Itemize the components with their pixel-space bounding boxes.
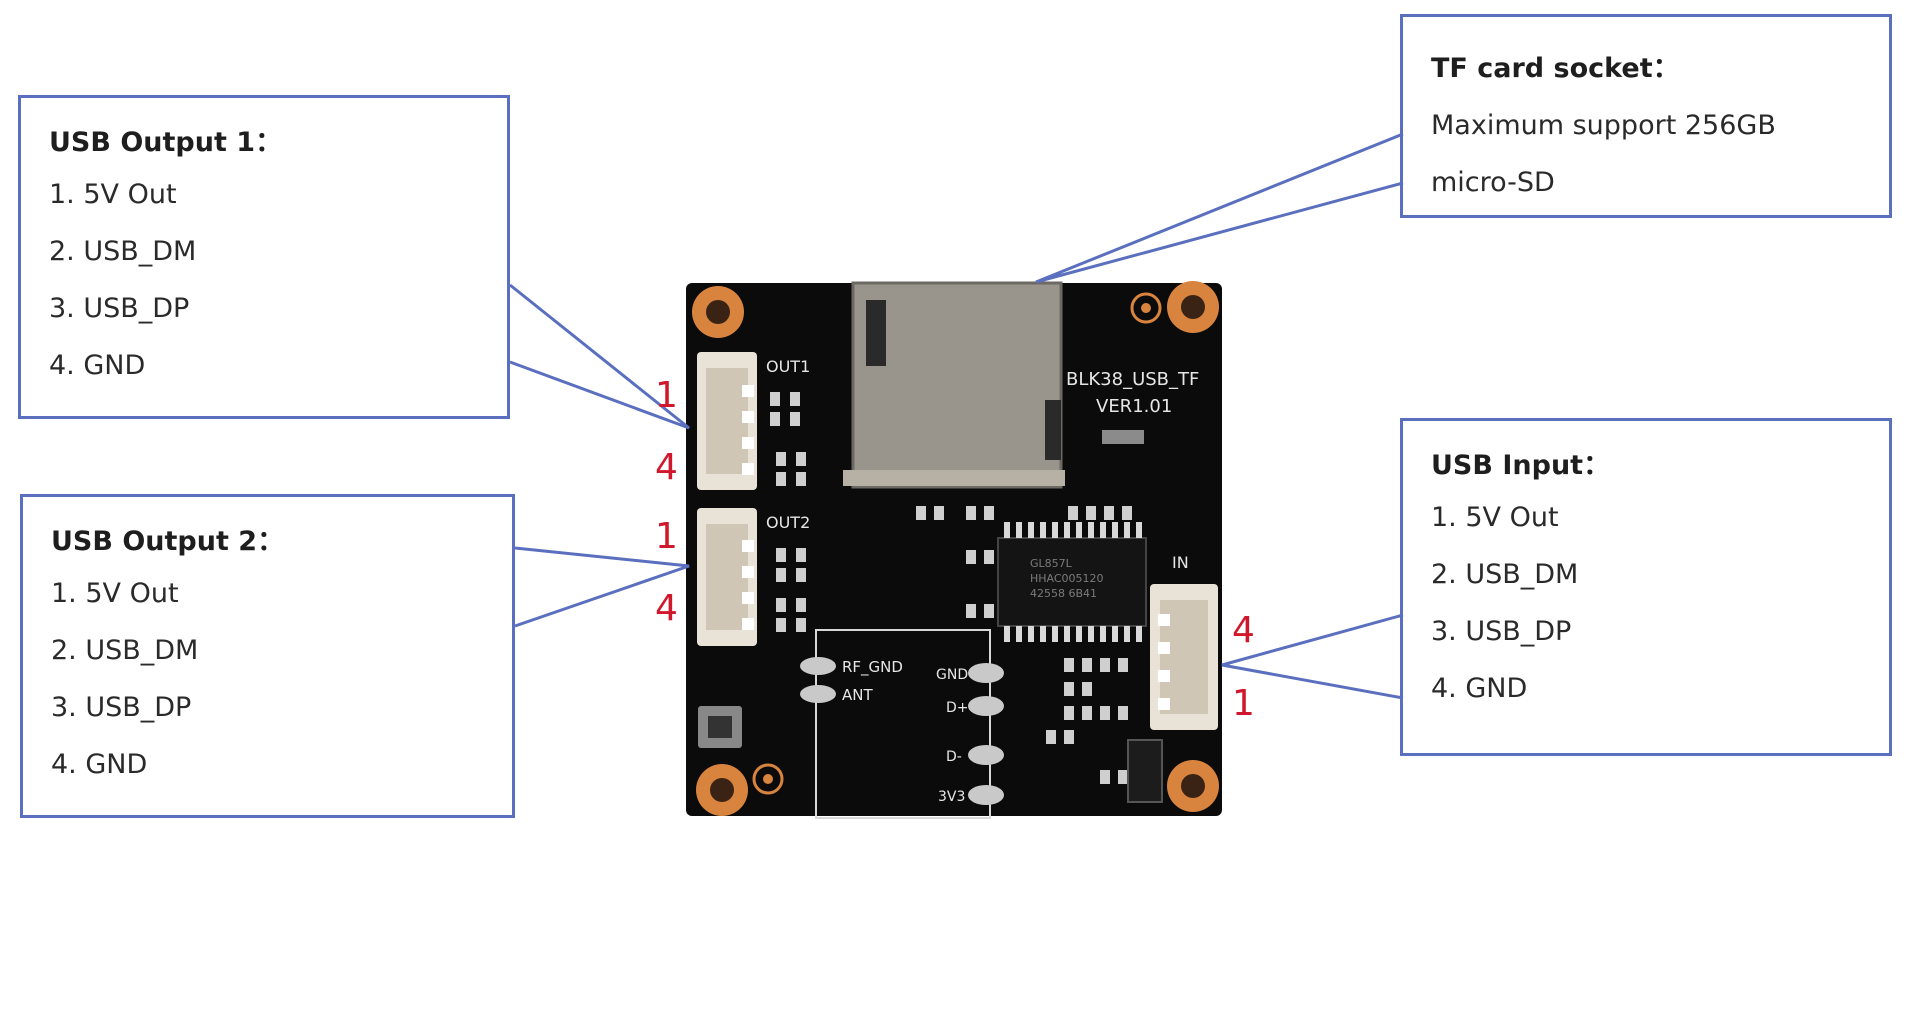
usb-output-1-title: USB Output 1： xyxy=(49,127,283,158)
gnd-pad-label: GND xyxy=(936,667,968,683)
out2-connector xyxy=(697,508,757,646)
usb-output-2-pin-2: 2. USB_DM xyxy=(51,635,199,666)
in-pin-1-marker: 1 xyxy=(1232,683,1255,724)
usb-output-1-pin-4: 4. GND xyxy=(49,350,146,381)
tf-card-line-1: Maximum support 256GB xyxy=(1431,110,1776,141)
usb-hub-chip: GL857L HHAC005120 42558 6B41 xyxy=(997,522,1147,642)
pcb-board: OUT1 OUT2 IN BLK38_USB_TF VER1.01 xyxy=(686,281,1222,819)
chip-label-2: HHAC005120 xyxy=(1030,572,1104,585)
chip-label-3: 42558 6B41 xyxy=(1030,587,1097,600)
rf-gnd-label: RF_GND xyxy=(842,658,903,677)
usb-output-2-pin-3: 3. USB_DP xyxy=(51,692,192,723)
board-name-silkscreen: BLK38_USB_TF xyxy=(1066,369,1199,390)
in-pin-4-marker: 4 xyxy=(1232,610,1255,651)
out1-pin-4-marker: 4 xyxy=(655,447,678,488)
out1-silkscreen: OUT1 xyxy=(766,357,810,376)
dplus-pad-label: D+ xyxy=(946,700,969,716)
usb-input-callout: USB Input： 1. 5V Out 2. USB_DM 3. USB_DP… xyxy=(1400,418,1892,756)
out1-connector xyxy=(697,352,757,490)
out2-silkscreen: OUT2 xyxy=(766,513,810,532)
version-silkscreen: VER1.01 xyxy=(1096,396,1172,417)
tf-card-title: TF card socket： xyxy=(1431,53,1680,84)
usb-input-connector xyxy=(1150,584,1218,730)
out2-pin-4-marker: 4 xyxy=(655,588,678,629)
tf-card-callout: TF card socket： Maximum support 256GB mi… xyxy=(1400,14,1892,218)
usb-input-pin-4: 4. GND xyxy=(1431,673,1528,704)
usb-output-2-pin-1: 1. 5V Out xyxy=(51,578,179,609)
3v3-pad-label: 3V3 xyxy=(938,789,965,805)
usb-output-1-pin-2: 2. USB_DM xyxy=(49,236,197,267)
usb-input-pin-1: 1. 5V Out xyxy=(1431,502,1559,533)
usb-input-title: USB Input： xyxy=(1431,450,1611,481)
usb-output-2-pin-4: 4. GND xyxy=(51,749,148,780)
out2-pin-1-marker: 1 xyxy=(655,516,678,557)
led xyxy=(1102,430,1144,444)
in-silkscreen: IN xyxy=(1172,553,1189,572)
usb-output-1-pin-1: 1. 5V Out xyxy=(49,179,177,210)
chip-label-1: GL857L xyxy=(1030,557,1073,570)
usb-output-2-callout: USB Output 2： 1. 5V Out 2. USB_DM 3. USB… xyxy=(20,494,515,818)
tf-card-line-2: micro-SD xyxy=(1431,167,1555,198)
rf-module-outline xyxy=(815,629,991,819)
leader-lines xyxy=(509,132,1404,700)
ant-label: ANT xyxy=(842,686,873,704)
dminus-pad-label: D- xyxy=(946,749,962,765)
out1-pin-1-marker: 1 xyxy=(655,375,678,416)
usb-output-1-pin-3: 3. USB_DP xyxy=(49,293,190,324)
usb-input-pin-2: 2. USB_DM xyxy=(1431,559,1579,590)
usb-output-2-title: USB Output 2： xyxy=(51,526,285,557)
usb-input-pin-3: 3. USB_DP xyxy=(1431,616,1572,647)
usb-output-1-callout: USB Output 1： 1. 5V Out 2. USB_DM 3. USB… xyxy=(18,95,510,419)
tf-card-socket xyxy=(843,281,1065,489)
